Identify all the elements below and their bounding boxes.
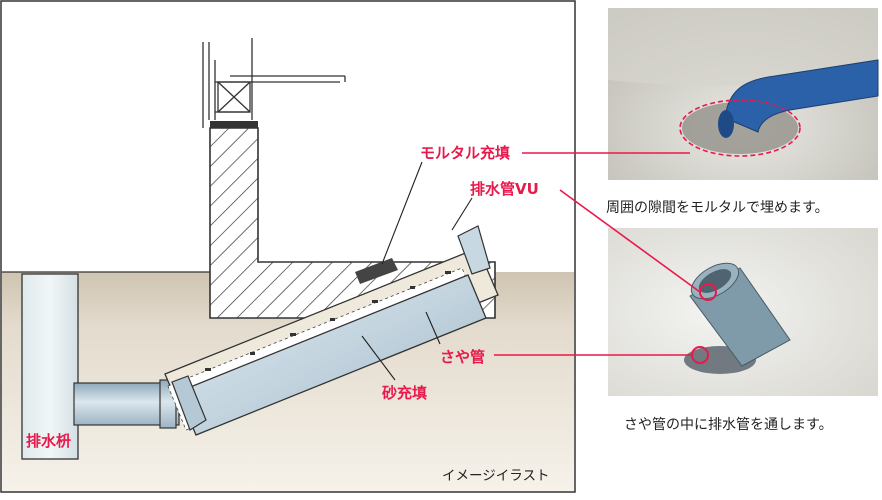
leader-drain-pipe: [451, 197, 473, 231]
caption-mortar-photo: 周囲の隙間をモルタルで埋めます。: [606, 200, 829, 216]
label-drain-pipe: 排水管VU: [470, 180, 539, 198]
photo-sleeve-pipe: [608, 228, 878, 396]
mortar-highlight-ring: [679, 99, 801, 157]
photo-mortar-fill: [608, 8, 879, 180]
mortar-fill: [355, 258, 398, 284]
vent-fitting: [457, 225, 491, 275]
elbow-fitting: [171, 375, 207, 431]
leader-sand: [361, 335, 396, 381]
drain-basin: [21, 273, 79, 460]
label-sleeve-pipe: さや管: [440, 348, 485, 366]
sill-strip: [210, 121, 258, 128]
label-mortar-fill: モルタル充填: [420, 144, 510, 162]
caption-sleeve-photo: さや管の中に排水管を通します。: [624, 417, 833, 433]
leader-mortar: [381, 161, 423, 265]
diagram-panel: モルタル充填 排水管VU さや管 砂充填 排水枡 イメージイラスト: [0, 0, 576, 493]
wall-frame: [202, 38, 346, 128]
leader-sleeve: [425, 311, 441, 345]
label-drain-basin: 排水枡: [26, 432, 71, 450]
connector-drain-pipe: [559, 189, 701, 293]
label-sand-fill: 砂充填: [382, 384, 427, 402]
label-image-note: イメージイラスト: [442, 468, 549, 484]
